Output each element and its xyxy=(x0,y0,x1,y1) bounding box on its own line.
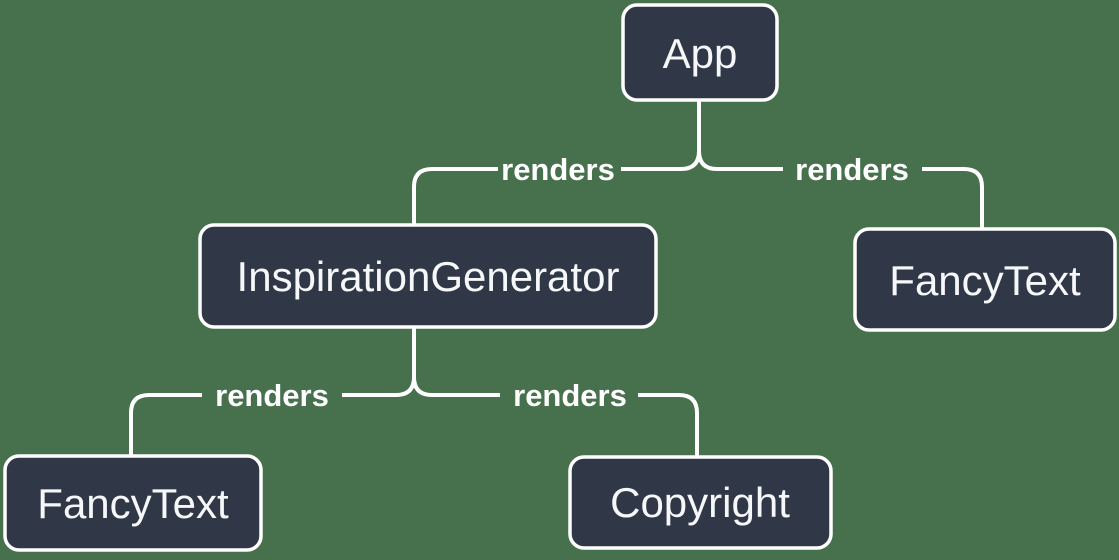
node-inspiration-generator: InspirationGenerator xyxy=(198,223,658,329)
edge-app-inspirationgenerator-stem xyxy=(621,100,701,171)
node-inspiration-generator-label: InspirationGenerator xyxy=(237,253,620,300)
edge-inspirationgenerator-fancytext-drop xyxy=(129,393,202,456)
edge-app-fancytext-stem xyxy=(697,100,783,171)
edge-label-app-inspirationgenerator: renders xyxy=(501,152,615,187)
node-copyright-label: Copyright xyxy=(610,479,790,526)
edge-app-inspirationgenerator-drop xyxy=(412,167,498,225)
node-inspiration-generator-box xyxy=(198,223,658,329)
node-app-box xyxy=(621,3,779,102)
edge-app-fancytext-drop xyxy=(922,167,984,229)
node-fancy-text-bottom: FancyText xyxy=(3,454,263,552)
node-fancy-text-bottom-label: FancyText xyxy=(37,480,229,527)
node-fancy-text-bottom-box xyxy=(3,454,263,552)
edge-label-inspirationgenerator-copyright: renders xyxy=(513,378,627,413)
edge-labels: renders renders renders renders xyxy=(215,152,909,413)
edge-inspirationgenerator-copyright-stem xyxy=(412,327,500,397)
node-app: App xyxy=(621,3,779,102)
nodes: App InspirationGenerator FancyText Fancy… xyxy=(3,3,1117,552)
node-fancy-text-top-box xyxy=(853,227,1117,332)
node-copyright: Copyright xyxy=(568,455,833,550)
node-fancy-text-top-label: FancyText xyxy=(889,257,1081,304)
edges xyxy=(129,100,984,457)
edge-label-inspirationgenerator-fancytext: renders xyxy=(215,378,329,413)
edge-inspirationgenerator-copyright-drop xyxy=(638,393,699,457)
edge-inspirationgenerator-fancytext-stem xyxy=(342,327,416,397)
edge-label-app-fancytext: renders xyxy=(795,152,909,187)
node-app-label: App xyxy=(663,30,738,77)
node-copyright-box xyxy=(568,455,833,550)
node-fancy-text-top: FancyText xyxy=(853,227,1117,332)
